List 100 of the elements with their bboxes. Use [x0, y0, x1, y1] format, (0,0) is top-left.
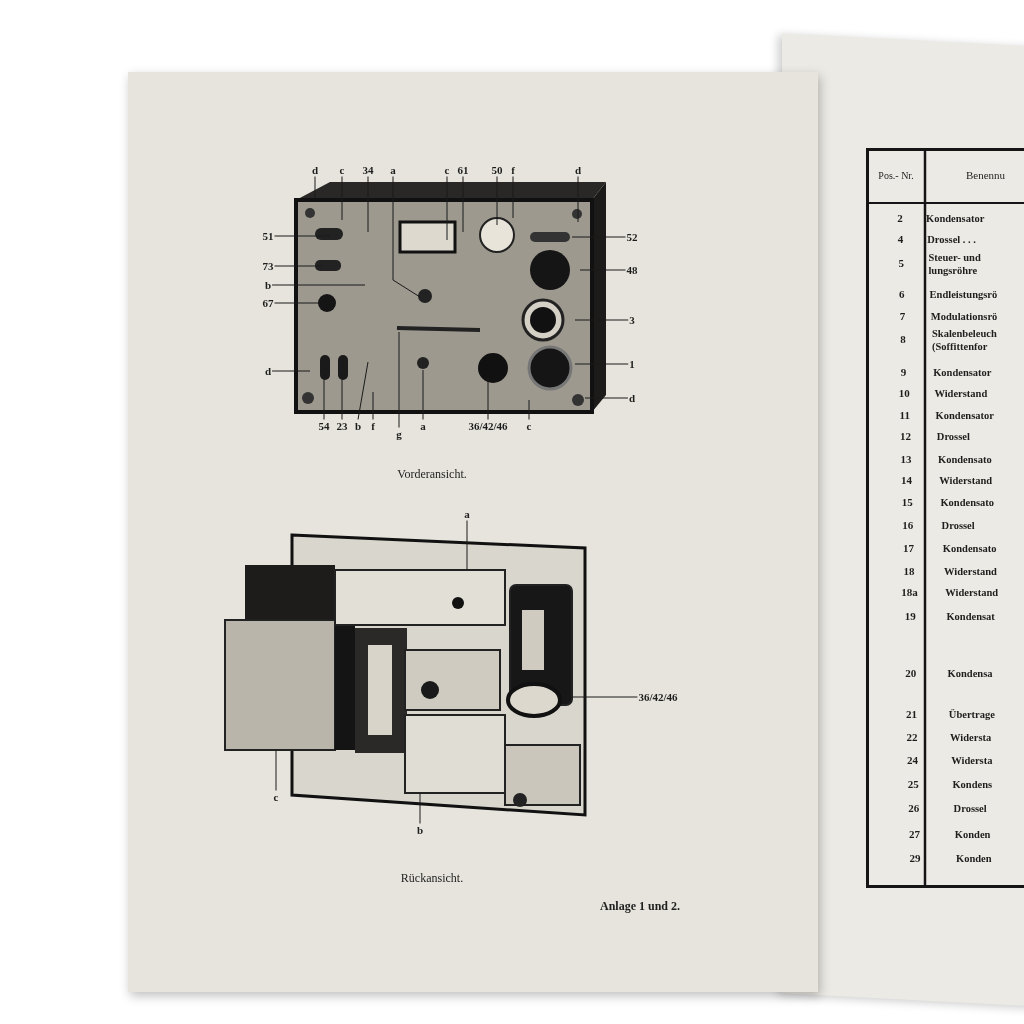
callout-label: b — [415, 823, 425, 837]
table-cell: Konden — [954, 828, 991, 842]
leader-line — [446, 176, 448, 241]
leader-line — [275, 749, 277, 791]
table-cell-text: Steuer- und lungsröhre — [928, 250, 982, 278]
table-cell-text: 29 — [908, 852, 922, 866]
callout-label: f — [370, 419, 376, 433]
callout-label: 61 — [456, 163, 470, 177]
leader-line — [314, 176, 316, 200]
table-cell: Kondens — [952, 778, 993, 792]
table-cell-text: 26 — [907, 802, 921, 816]
leader-line — [574, 319, 629, 321]
table-cell-text: 25 — [906, 778, 920, 792]
callout-label: 36/42/46 — [467, 419, 509, 433]
table-cell: Widerstand — [944, 565, 997, 579]
callout-label: d — [310, 163, 320, 177]
callout-label: 52 — [625, 230, 639, 244]
table-cell: Kondensato — [940, 496, 995, 510]
callout-label: d — [263, 364, 273, 378]
table-cell-text: 11 — [898, 409, 911, 423]
table-cell-text: 22 — [905, 731, 919, 745]
callout-label: b — [353, 419, 363, 433]
table-cell: Drossel . . . — [927, 233, 976, 247]
callout-label: 67 — [261, 296, 275, 310]
table-cell: Drossel — [953, 802, 987, 816]
table-cell: Modulationsrö — [930, 310, 998, 324]
callout-label: 34 — [361, 163, 375, 177]
figure-caption: Vorderansicht. — [397, 466, 467, 482]
table-cell: Widersta — [951, 754, 993, 768]
table-cell-text: 12 — [898, 430, 912, 444]
leader-line — [496, 176, 498, 226]
table-cell: Übertrage — [948, 708, 995, 722]
table-cell: Kondensat — [946, 610, 995, 624]
table-cell-text: 10 — [897, 387, 911, 401]
table-cell-text: 19 — [903, 610, 917, 624]
table-header: Benennu — [966, 169, 1006, 183]
leader-line — [271, 370, 311, 372]
table-cell-text: 17 — [901, 542, 915, 556]
callout-label: 3 — [628, 313, 636, 327]
table-cell-text: 13 — [899, 453, 913, 467]
table-cell-text: 14 — [900, 474, 914, 488]
callout-label: c — [443, 163, 451, 177]
callout-label: a — [419, 419, 427, 433]
leader-line — [392, 176, 421, 298]
callout-label: 48 — [625, 263, 639, 277]
table-cell: Konden — [956, 852, 992, 866]
table-cell: Widerstand — [934, 387, 988, 401]
leader-line — [462, 176, 464, 233]
callout-label: 23 — [335, 419, 349, 433]
table-cell-text: 18a — [900, 586, 919, 600]
leader-line — [372, 391, 374, 420]
table-cell-text: 15 — [900, 496, 914, 510]
table-cell-text: Skalenbeleuch (Soffittenfor — [932, 326, 998, 354]
leader-line — [398, 331, 400, 428]
leader-line — [367, 176, 369, 233]
table-cell: Widerstand — [939, 474, 993, 488]
callout-label: 36/42/46 — [637, 690, 679, 704]
table-cell: Kondensato — [942, 542, 997, 556]
leader-line — [271, 284, 366, 286]
table-cell: Kondensator — [926, 212, 985, 226]
leader-line — [419, 792, 421, 824]
table-cell-text: 2 — [896, 212, 904, 226]
table-cell-text: 6 — [898, 288, 906, 302]
callout-label: d — [573, 163, 583, 177]
table-cell: Endleistungsrö — [929, 288, 998, 302]
table-cell: Kondensator — [935, 409, 994, 423]
leader-line — [422, 369, 424, 420]
callout-label: 54 — [317, 419, 331, 433]
chassis-panel — [404, 714, 506, 794]
callout-label: a — [463, 507, 471, 521]
leader-line — [571, 236, 626, 238]
leader-line — [584, 397, 629, 399]
table-cell-text: 20 — [904, 667, 918, 681]
chassis-panel — [334, 569, 506, 626]
leader-line — [274, 302, 321, 304]
callout-label: 1 — [628, 357, 636, 371]
callout-label: 51 — [261, 229, 275, 243]
table-cell-text: 24 — [906, 754, 920, 768]
callout-label: c — [525, 419, 533, 433]
table-cell: Kondensator — [933, 366, 992, 380]
callout-label: f — [510, 163, 516, 177]
leader-line — [577, 176, 579, 223]
table-cell-text: 16 — [901, 519, 915, 533]
leader-line — [528, 399, 530, 420]
table-header: Pos.- Nr. — [877, 169, 915, 183]
table-cell-text: 21 — [904, 708, 918, 722]
table-cell-text: 27 — [907, 828, 921, 842]
leader-line — [571, 696, 638, 698]
table-cell-text: 18 — [902, 565, 916, 579]
table-cell: Kondensato — [938, 453, 992, 467]
table-cell: Kondensa — [947, 667, 993, 681]
callout-label: b — [263, 278, 273, 292]
leader-line — [466, 520, 468, 571]
table-cell: Widersta — [950, 731, 992, 745]
table-cell-text: 7 — [898, 310, 907, 324]
table-cell: Drossel — [936, 430, 970, 444]
table-cell-text: 5 — [897, 257, 905, 271]
table-cell-text: 4 — [896, 233, 905, 247]
callout-label: g — [395, 427, 403, 441]
callout-label: 73 — [261, 259, 275, 273]
